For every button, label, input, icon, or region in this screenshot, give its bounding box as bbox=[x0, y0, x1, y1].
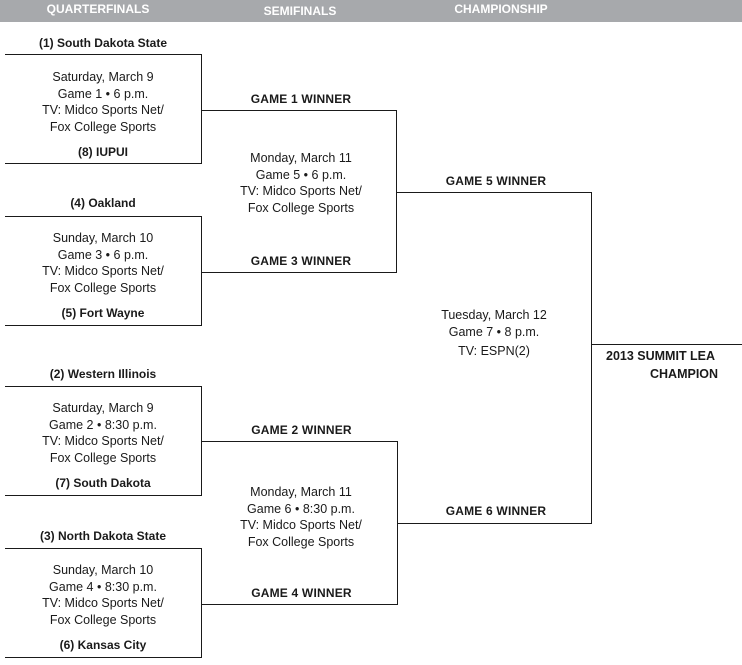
bracket-line bbox=[201, 548, 202, 658]
game-6-winner: GAME 6 WINNER bbox=[445, 504, 547, 518]
game-4-winner: GAME 4 WINNER bbox=[251, 586, 352, 600]
bracket-line bbox=[5, 386, 202, 387]
team-south-dakota-state: (1) South Dakota State bbox=[38, 36, 167, 50]
team-oakland: (4) Oakland bbox=[70, 196, 136, 210]
game-1-winner: GAME 1 WINNER bbox=[250, 92, 352, 106]
team-fort-wayne: (5) Fort Wayne bbox=[61, 306, 145, 320]
bracket-line bbox=[397, 523, 592, 524]
bracket-line bbox=[5, 495, 202, 496]
team-north-dakota-state: (3) North Dakota State bbox=[39, 529, 167, 543]
bracket-line bbox=[591, 192, 592, 524]
bracket-line bbox=[591, 344, 742, 345]
bracket-line bbox=[201, 110, 397, 111]
round-label-championship: CHAMPIONSHIP bbox=[454, 2, 548, 16]
bracket-line bbox=[396, 192, 592, 193]
game-2-winner: GAME 2 WINNER bbox=[251, 423, 352, 437]
round-label-quarterfinals: QUARTERFINALS bbox=[46, 2, 150, 16]
team-kansas-city: (6) Kansas City bbox=[59, 638, 147, 652]
bracket-line bbox=[5, 54, 202, 55]
bracket-line bbox=[201, 272, 397, 273]
bracket-line bbox=[5, 216, 202, 217]
bracket-line bbox=[5, 325, 202, 326]
team-iupui: (8) IUPUI bbox=[77, 145, 128, 159]
game-7-tv: TV: ESPN(2) bbox=[458, 344, 530, 358]
game-3-winner: GAME 3 WINNER bbox=[250, 254, 352, 268]
champion-label: 2013 SUMMIT LEA CHAMPION bbox=[606, 349, 719, 381]
bracket-line bbox=[5, 163, 202, 164]
bracket-line bbox=[201, 54, 202, 164]
team-western-illinois: (2) Western Illinois bbox=[49, 367, 157, 381]
bracket-line bbox=[396, 110, 397, 273]
bracket-line bbox=[5, 657, 202, 658]
bracket-line bbox=[201, 441, 398, 442]
round-label-semifinals: SEMIFINALS bbox=[263, 4, 337, 18]
team-south-dakota: (7) South Dakota bbox=[55, 476, 151, 490]
bracket-line bbox=[201, 604, 398, 605]
game-5-winner: GAME 5 WINNER bbox=[445, 174, 547, 188]
bracket-line bbox=[5, 548, 202, 549]
round-header-bar bbox=[0, 0, 742, 22]
bracket-line bbox=[201, 216, 202, 326]
